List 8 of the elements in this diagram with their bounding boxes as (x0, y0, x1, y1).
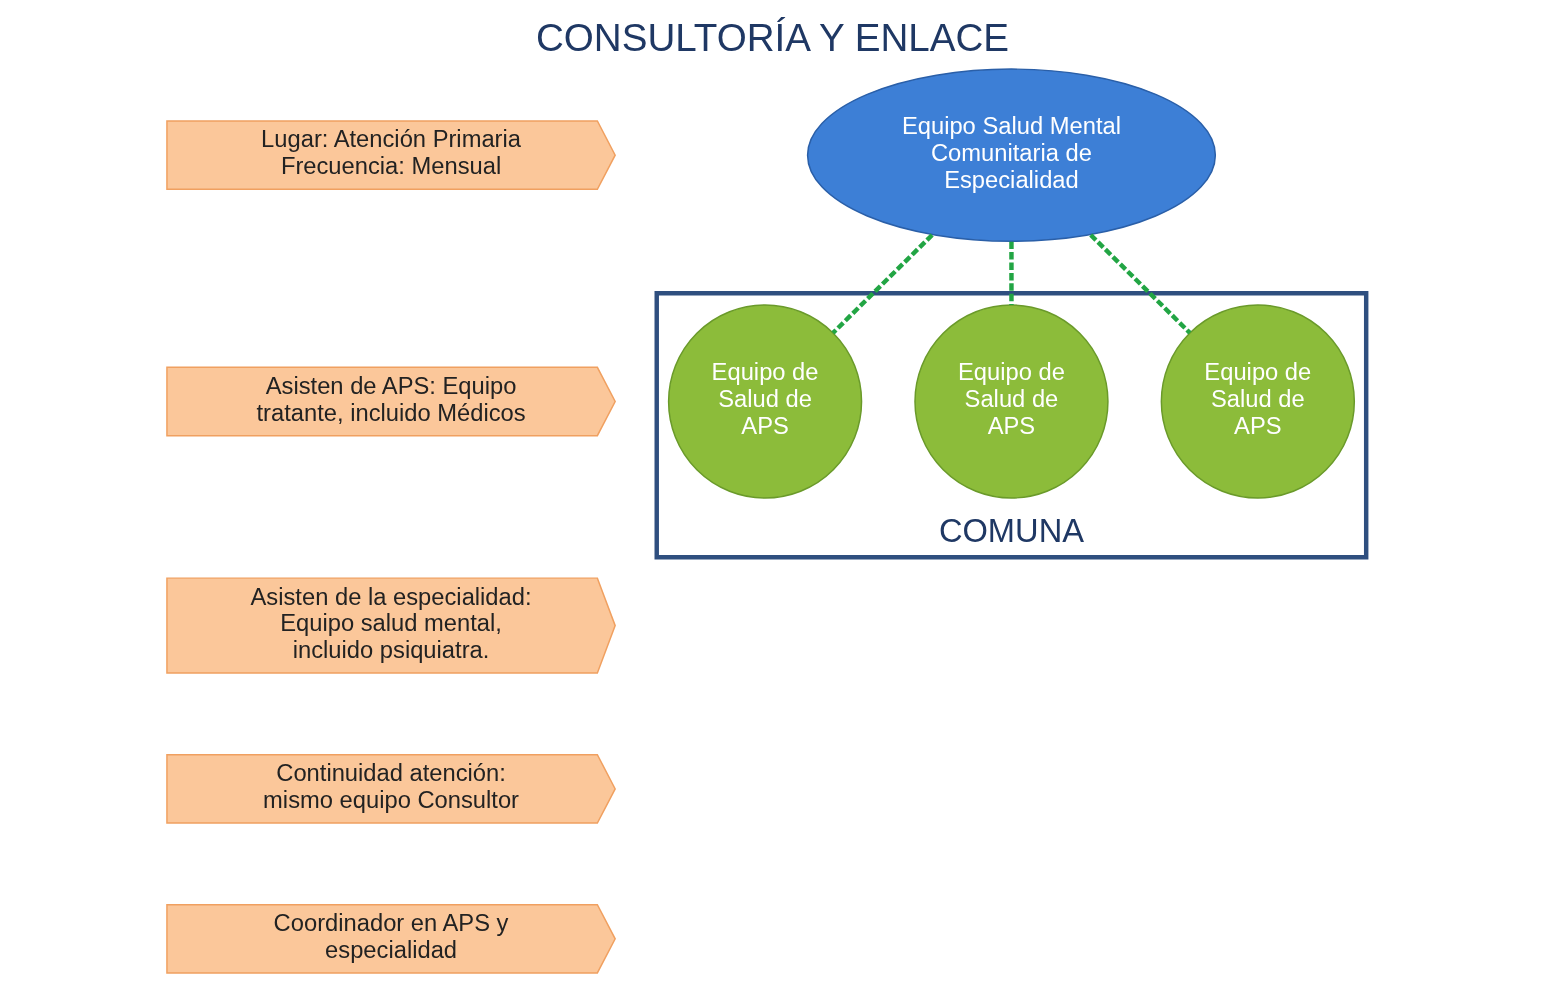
node-circle: Equipo de Salud de APS (1160, 304, 1355, 499)
node-circle: Equipo de Salud de APS (667, 304, 862, 499)
connector (1008, 241, 1014, 305)
node-ellipse: Equipo Salud Mental Comunitaria de Especialidad (806, 68, 1216, 242)
connector (831, 233, 934, 335)
diagram-title: CONSULTORÍA Y ENLACE (535, 15, 1009, 59)
connector (1088, 233, 1191, 335)
node-circle: Equipo de Salud de APS (913, 304, 1109, 499)
